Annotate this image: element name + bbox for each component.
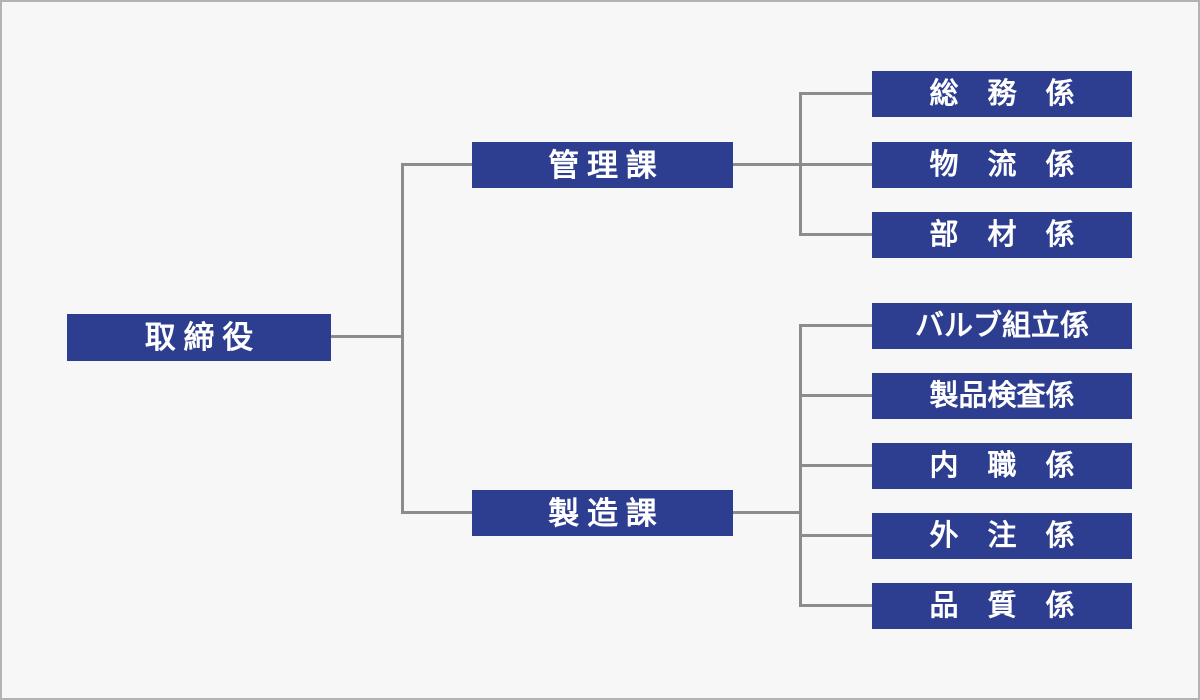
connector-manufacturing-section-in: [401, 511, 472, 514]
connector-level1-spine: [401, 163, 404, 514]
org-node-logistics: 物 流 係: [872, 142, 1132, 188]
org-node-director: 取締役: [67, 314, 331, 361]
org-node-admin-section: 管理課: [472, 142, 733, 188]
connector-valve-assembly: [799, 324, 872, 327]
org-node-product-inspection: 製品検査係: [872, 373, 1132, 419]
org-node-parts: 部 材 係: [872, 212, 1132, 258]
connector-parts: [799, 233, 872, 236]
org-node-outsourcing: 外 注 係: [872, 513, 1132, 559]
org-node-piecework: 内 職 係: [872, 443, 1132, 489]
connector-quality: [799, 604, 872, 607]
connector-admin-section-out: [733, 163, 872, 166]
connector-admin-section-in: [401, 163, 472, 166]
connector-piecework: [799, 464, 872, 467]
org-node-general-affairs: 総 務 係: [872, 71, 1132, 117]
connector-product-inspection: [799, 394, 872, 397]
connector-general-affairs: [799, 92, 872, 95]
connector-outsourcing: [799, 534, 872, 537]
org-node-valve-assembly: バルブ組立係: [872, 303, 1132, 349]
connector-root-horizontal: [331, 335, 404, 338]
org-node-manufacturing-section: 製造課: [472, 490, 733, 536]
connector-admin-children-spine: [799, 92, 802, 236]
org-node-quality: 品 質 係: [872, 583, 1132, 629]
connector-manufacturing-section-out: [733, 511, 802, 514]
